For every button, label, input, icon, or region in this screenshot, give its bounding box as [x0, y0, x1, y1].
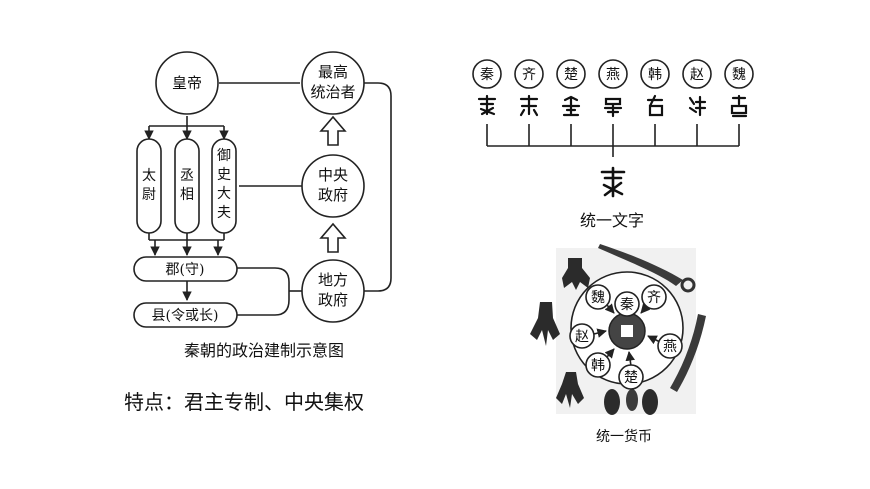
writing-caption: 统一文字: [580, 211, 644, 230]
state-circle-qin: 秦: [472, 59, 502, 89]
political-diagram-caption: 秦朝的政治建制示意图: [184, 341, 344, 360]
knife-coin-right-icon: [670, 314, 706, 392]
qi-script-icon: [519, 94, 539, 117]
wei-script-icon: [730, 94, 748, 118]
knife-coin-ring-icon: [680, 277, 696, 293]
commandery-label: 郡(守): [166, 262, 205, 278]
spade-coin-left-icon: [530, 302, 560, 346]
yushidafu-char-4: 夫: [217, 205, 231, 221]
taiwei-char-2: 尉: [142, 187, 156, 203]
spade-coin-top-icon: [562, 258, 590, 290]
chu-script-icon: [561, 95, 581, 117]
currency-state-chu: 楚: [618, 364, 644, 390]
qin-script-icon: [477, 94, 497, 116]
svg-text:燕: 燕: [663, 339, 677, 355]
state-circle-qi: 齐: [514, 59, 544, 89]
yushidafu-char-1: 御: [217, 148, 231, 164]
currency-state-yan: 燕: [657, 333, 683, 359]
official-taiwei: 太 尉: [136, 138, 162, 234]
svg-text:燕: 燕: [606, 67, 620, 83]
svg-text:赵: 赵: [575, 329, 589, 345]
currency-state-zhao: 赵: [569, 323, 595, 349]
currency-state-qi: 齐: [641, 284, 667, 310]
taiwei-char-1: 太: [142, 168, 156, 184]
official-yushidafu: 御 史 大 夫: [211, 138, 237, 234]
features-text: 特点：君主专制、中央集权: [124, 390, 364, 414]
state-circle-yan: 燕: [598, 59, 628, 89]
supreme-ruler-line2: 统治者: [310, 83, 355, 101]
central-gov-line2: 政府: [318, 186, 348, 204]
hollow-arrow-up-upper: [319, 115, 347, 146]
chengxiang-char-1: 丞: [180, 168, 194, 184]
currency-state-han: 韩: [585, 352, 611, 378]
state-circle-zhao: 赵: [682, 59, 712, 89]
political-structure-diagram: 皇帝 最高 统治者 中央 政府 地方 政府 太 尉 丞 相 御 史 大 夫: [133, 51, 392, 360]
yushidafu-char-3: 大: [217, 186, 231, 202]
county-box: [133, 302, 238, 328]
svg-text:魏: 魏: [591, 290, 605, 306]
svg-text:韩: 韩: [648, 67, 662, 83]
state-circle-han: 韩: [640, 59, 670, 89]
ancient-script-glyphs: [477, 94, 748, 118]
svg-text:楚: 楚: [564, 67, 578, 83]
svg-text:赵: 赵: [690, 67, 704, 83]
chengxiang-box: [174, 138, 200, 234]
taiwei-box: [136, 138, 162, 234]
unified-currency-diagram: 秦 魏 齐 赵 燕 韩 楚 统一货币: [530, 244, 706, 445]
currency-center-circle: [614, 291, 640, 317]
hollow-arrow-up-lower: [319, 222, 347, 253]
unified-qin-script-icon: [600, 166, 626, 198]
central-gov-line1: 中央: [318, 166, 348, 184]
coin-square-hole: [621, 325, 633, 337]
emperor-label: 皇帝: [172, 74, 202, 92]
currency-state-wei: 魏: [585, 284, 611, 310]
writing-bracket: [486, 124, 740, 157]
currency-center-label: 秦: [620, 297, 634, 313]
svg-text:魏: 魏: [732, 67, 746, 83]
commandery-box: [133, 256, 238, 282]
central-government-node: [301, 154, 365, 218]
svg-text:齐: 齐: [522, 67, 536, 83]
local-gov-line1: 地方: [318, 271, 348, 289]
county-label: 县(令或长): [152, 308, 219, 324]
local-gov-line2: 政府: [318, 291, 348, 309]
official-chengxiang: 丞 相: [174, 138, 200, 234]
chengxiang-char-2: 相: [180, 187, 194, 203]
supreme-ruler-node: [301, 51, 365, 115]
svg-text:秦: 秦: [480, 67, 494, 83]
emperor-node: [155, 51, 219, 115]
unified-writing-diagram: 秦 齐 楚 燕 韩 赵 魏: [472, 59, 754, 230]
svg-text:楚: 楚: [624, 370, 638, 386]
zhao-script-icon: [688, 95, 707, 117]
state-circle-chu: 楚: [556, 59, 586, 89]
ant-nose-coin-3-icon: [642, 389, 658, 415]
state-circle-wei: 魏: [724, 59, 754, 89]
supreme-ruler-line1: 最高: [318, 63, 348, 81]
yushidafu-box: [211, 138, 237, 234]
yushidafu-char-2: 史: [217, 167, 231, 183]
local-government-node: [301, 259, 365, 323]
currency-arrows: [593, 303, 661, 367]
spade-coin-bottom-icon: [556, 372, 584, 408]
ant-nose-coin-2-icon: [626, 389, 638, 411]
han-script-icon: [646, 94, 664, 117]
jun-xian-to-local-bracket: [237, 267, 290, 316]
knife-coin-top-icon: [598, 244, 683, 286]
svg-text:齐: 齐: [647, 290, 661, 306]
svg-text:韩: 韩: [591, 358, 605, 374]
currency-caption: 统一货币: [596, 428, 652, 445]
yan-script-icon: [603, 97, 623, 118]
right-loop-line: [363, 82, 392, 292]
ant-nose-coin-1-icon: [604, 389, 620, 415]
